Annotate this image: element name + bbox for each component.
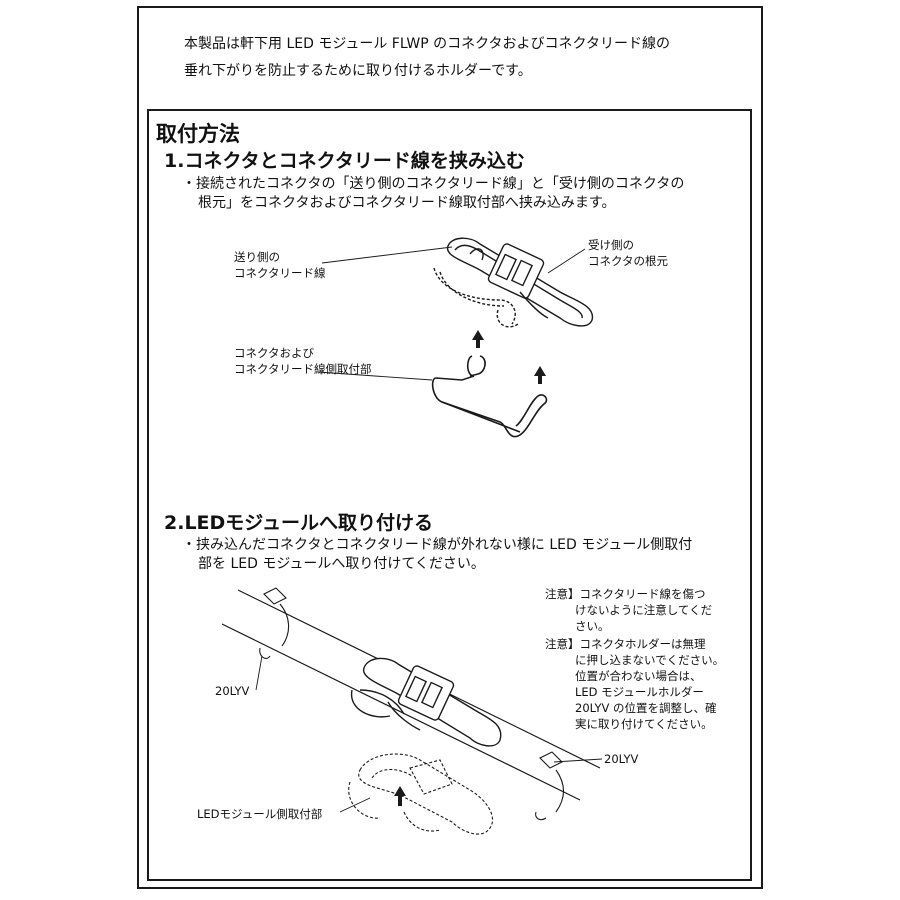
step1-text-line-1: ・接続されたコネクタの「送り側のコネクタリード線」と「受け側のコネクタの — [182, 176, 685, 192]
label-20lyv-right: 20LYV — [604, 752, 639, 766]
label-send-lead-2: コネクタリード線 — [234, 266, 326, 280]
connector-illustration — [433, 237, 594, 328]
label-receive-root-2: コネクタの根元 — [588, 254, 669, 268]
up-arrows — [394, 330, 546, 806]
label-receive-root-1: 受け側の — [588, 238, 634, 252]
note2-line-5: 20LYV の位置を調整し、確 — [575, 701, 717, 715]
label-led-module-mount: LEDモジュール側取付部 — [197, 807, 323, 821]
note2-line-6: 実に取り付けてください。 — [575, 717, 713, 731]
note2-line-4: LED モジュールホルダー — [575, 685, 704, 699]
outer-frame — [137, 6, 763, 889]
step2-leader-lines — [255, 655, 603, 813]
label-20lyv-left: 20LYV — [215, 684, 250, 698]
note1-line-2: けないように注意してくだ — [575, 603, 713, 617]
note2-line-3: 位置が合わない場合は、 — [575, 669, 702, 683]
note2-line-1: 注意】コネクタホルダーは無理 — [545, 637, 706, 651]
mounted-connector — [350, 657, 502, 747]
step2-text-line-1: ・挟み込んだコネクタとコネクタリード線が外れない様に LED モジュール側取付 — [182, 537, 693, 553]
label-send-lead-1: 送り側の — [234, 250, 280, 264]
led-module-mount-dashed — [348, 753, 493, 835]
intro-line-1: 本製品は軒下用 LED モジュール FLWP のコネクタおよびコネクタリード線の — [184, 36, 670, 52]
note1-line-3: さい。 — [575, 619, 610, 633]
intro-line-2: 垂れ下がりを防止するために取り付けるホルダーです。 — [184, 63, 532, 79]
step1-heading: 1.コネクタとコネクタリード線を挟み込む — [164, 150, 525, 172]
label-connector-mount-2: コネクタリード線側取付部 — [234, 362, 372, 376]
instructions-frame — [147, 109, 752, 881]
note1-line-1: 注意】コネクタリード線を傷つ — [545, 587, 706, 601]
step1-text-line-2: 根元」をコネクタおよびコネクタリード線取付部へ挟み込みます。 — [198, 195, 616, 211]
step1-leader-lines — [317, 246, 586, 381]
method-heading: 取付方法 — [156, 122, 240, 146]
step2-heading: 2.LEDモジュールへ取り付ける — [164, 512, 433, 534]
note2-line-2: に押し込まないでください。 — [575, 653, 725, 667]
connector-mount-clip — [431, 355, 548, 438]
holder-20lyv — [259, 587, 565, 821]
step2-text-line-2: 部を LED モジュールへ取り付けてください。 — [198, 556, 485, 572]
label-connector-mount-1: コネクタおよび — [234, 346, 315, 360]
